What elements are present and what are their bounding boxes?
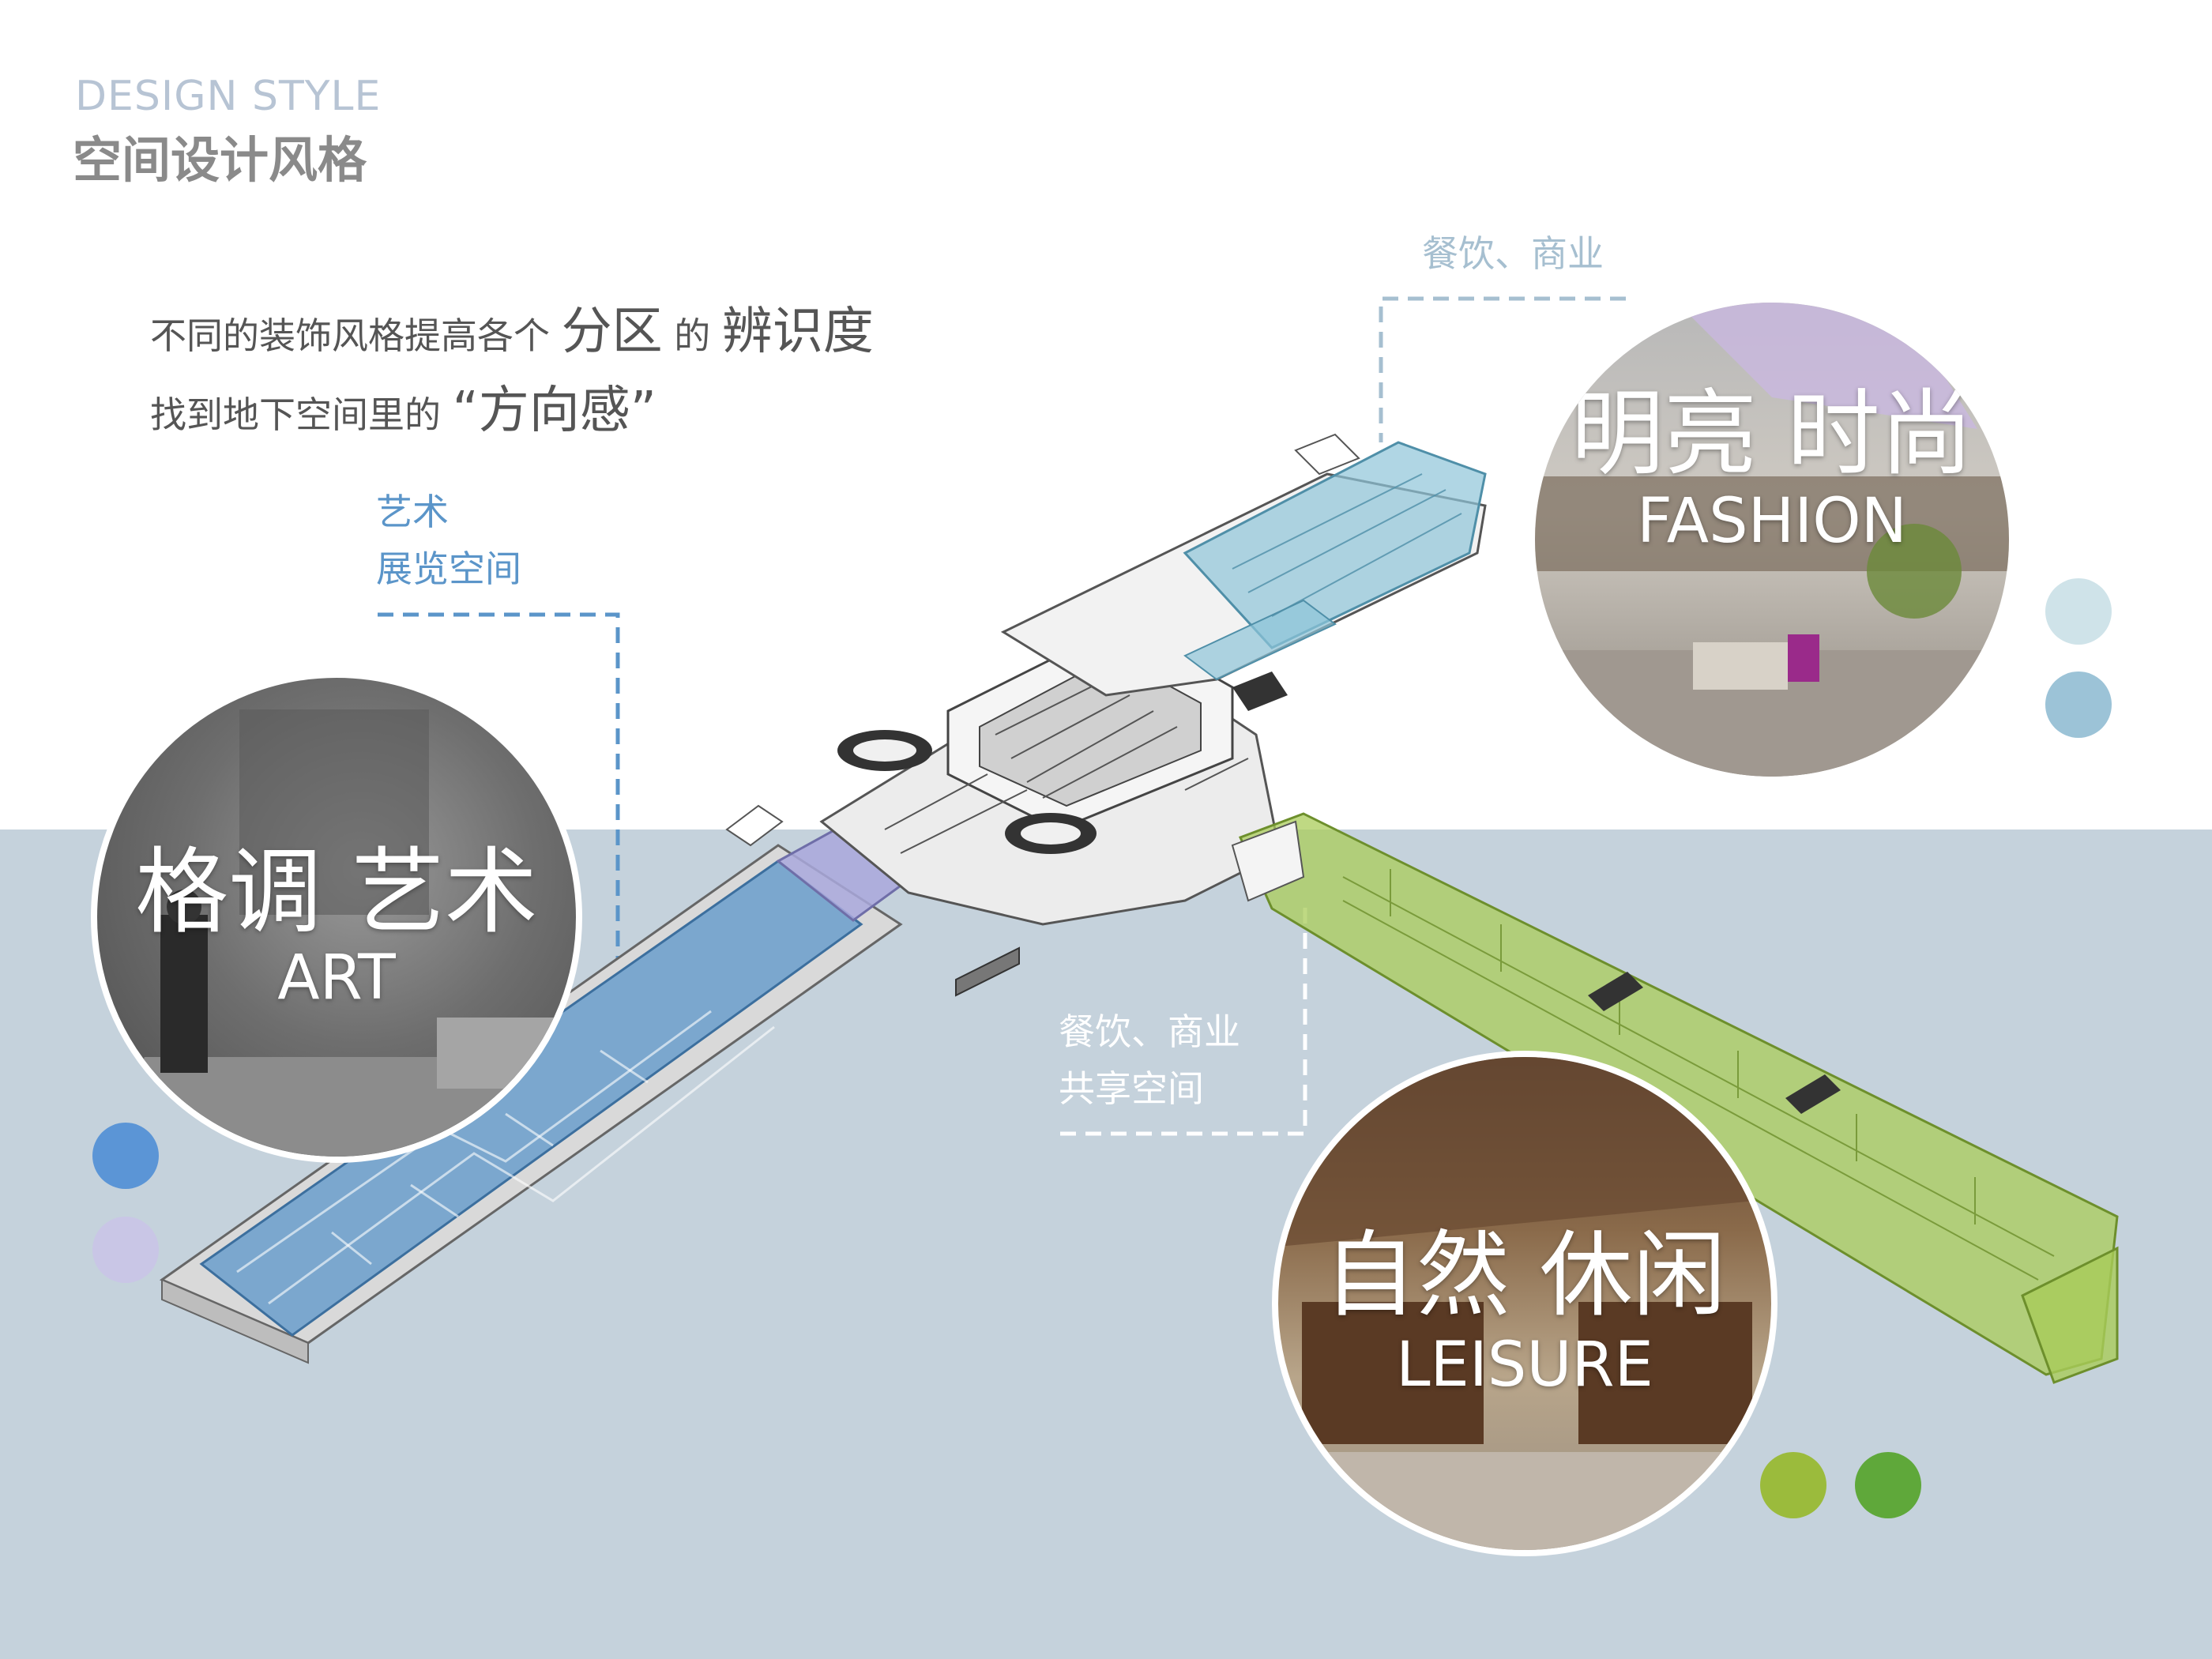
intro-text: 找到地下空间里的 <box>150 393 441 436</box>
intro-line-1: 不同的装饰风格提高各个 分区 的 辨识度 <box>150 291 874 363</box>
leisure-zone-label-line: 共享空间 <box>1059 1067 1204 1110</box>
intro-emphasis: “方向感” <box>452 382 656 440</box>
header-title-en: DESIGN STYLE <box>75 73 382 120</box>
fashion-dot-2 <box>2045 672 2112 738</box>
art-circle-title-en: ART <box>277 942 396 1014</box>
fashion-dot-1 <box>2045 578 2112 645</box>
fashion-zone-label: 餐饮、商业 <box>1422 232 1604 275</box>
intro-text: 的 <box>674 314 711 357</box>
art-dot-1 <box>92 1123 159 1189</box>
leisure-dot-2 <box>1855 1452 1921 1518</box>
art-zone-label-line: 艺术 <box>376 491 449 533</box>
intro-text: 不同的装饰风格提高各个 <box>150 314 550 357</box>
leisure-circle-title-cn: 自然 休闲 <box>1323 1221 1726 1330</box>
leisure-circle-title-en: LEISURE <box>1396 1330 1653 1401</box>
intro-emphasis: 分区 <box>561 303 663 361</box>
art-leader-line <box>378 612 620 1027</box>
leisure-photo-circle: 自然 休闲 LEISURE <box>1272 1051 1778 1556</box>
intro-line-2: 找到地下空间里的 “方向感” <box>150 370 656 442</box>
leisure-zone-label: 餐饮、商业 共享空间 <box>1059 1003 1240 1117</box>
leisure-photo-illustration <box>1278 1057 1771 1550</box>
art-photo-illustration <box>97 709 576 1157</box>
leisure-leader-line <box>1060 901 1307 1136</box>
art-photo-circle: 格调 艺术 ART <box>91 672 582 1163</box>
art-zone-label-line: 展览空间 <box>376 547 521 590</box>
fashion-leader-line <box>1379 296 1626 442</box>
art-dot-2 <box>92 1217 159 1283</box>
fashion-circle-title-cn: 明亮 时尚 <box>1571 379 1973 488</box>
intro-emphasis: 辨识度 <box>721 303 874 361</box>
header-title-cn: 空间设计风格 <box>73 131 367 189</box>
fashion-circle-title-en: FASHION <box>1637 486 1907 557</box>
art-circle-title-cn: 格调 艺术 <box>135 837 538 946</box>
leisure-dot-1 <box>1760 1452 1826 1518</box>
fashion-photo-illustration <box>1535 303 2009 777</box>
leisure-zone-label-line: 餐饮、商业 <box>1059 1010 1240 1053</box>
fashion-photo-circle: 明亮 时尚 FASHION <box>1529 296 2015 783</box>
art-zone-label: 艺术 展览空间 <box>376 483 521 597</box>
